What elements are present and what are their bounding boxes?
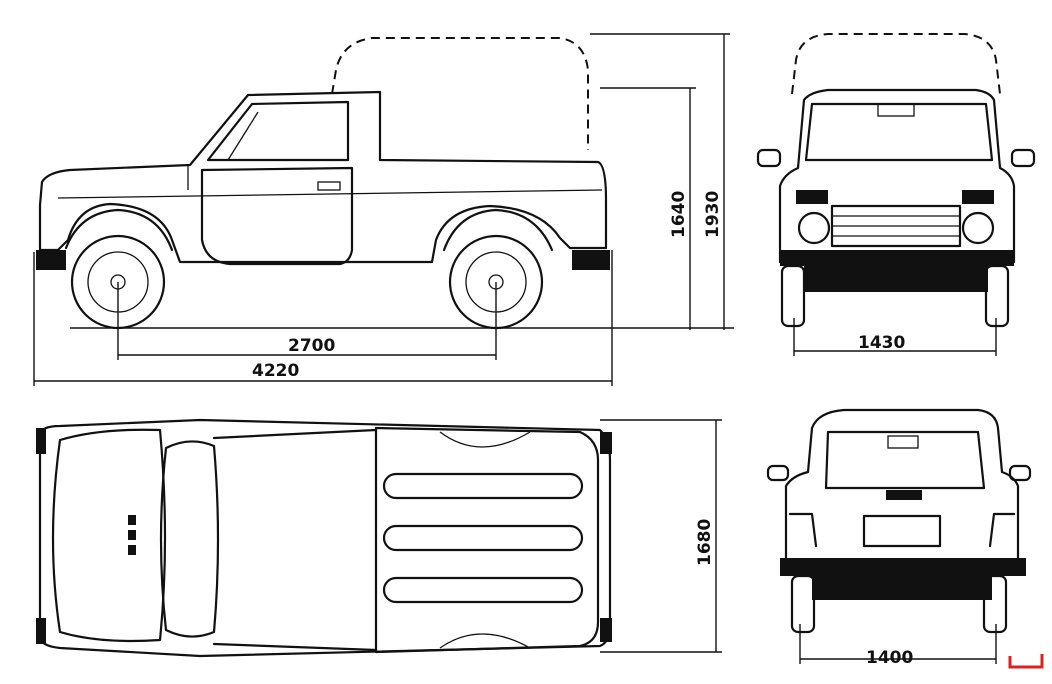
overall-length-label: 4220 (252, 361, 299, 381)
height-canopy-label: 1930 (703, 191, 723, 238)
front-view (756, 33, 1036, 328)
rear-track-label: 1400 (866, 648, 913, 668)
height-cab-label: 1640 (669, 191, 689, 238)
top-dimensions: 1680 (600, 419, 722, 653)
overall-width-label: 1680 (695, 519, 715, 566)
corner-mark (1008, 654, 1044, 669)
wheelbase-label: 2700 (288, 336, 335, 356)
side-view (36, 37, 610, 330)
rear-dimensions: 1400 (799, 624, 997, 668)
side-dimensions: 2700 4220 1640 1930 (33, 33, 734, 386)
top-view (36, 418, 612, 658)
front-track-label: 1430 (858, 333, 905, 353)
rear-view (766, 408, 1032, 634)
front-dimensions: 1430 (793, 318, 997, 356)
